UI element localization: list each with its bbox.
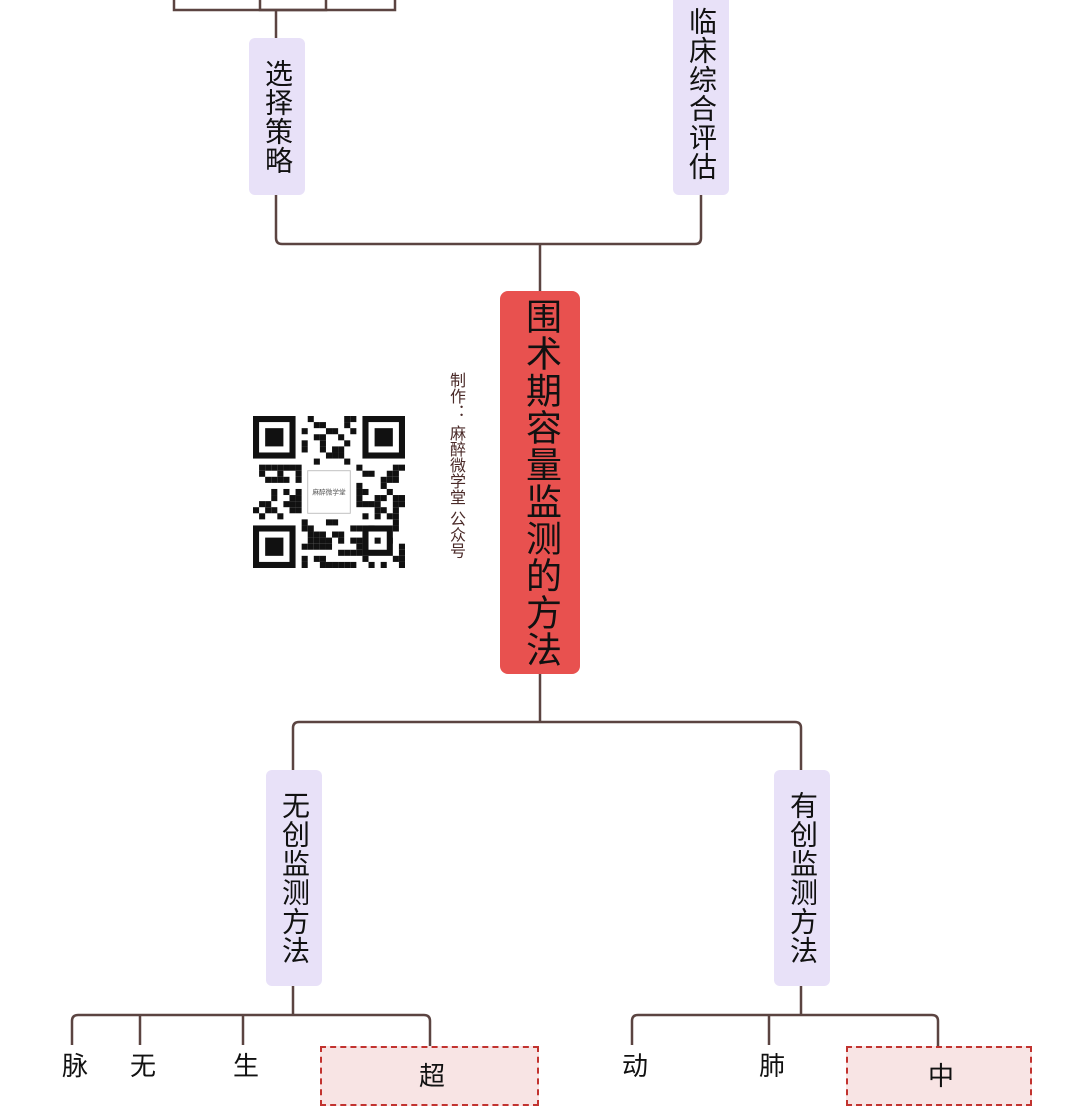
leaf-label: 生 bbox=[228, 1052, 259, 1078]
leaf-label: 动 bbox=[617, 1052, 648, 1078]
leaf-noninvasive-3[interactable]: 生 bbox=[228, 1052, 260, 1092]
branch-label: 无创监测方法 bbox=[278, 791, 311, 965]
leaf-label: 肺 bbox=[754, 1052, 785, 1078]
root-node[interactable]: 围术期容量监测的方法 bbox=[500, 291, 580, 674]
leaf-label: 中 bbox=[923, 1062, 954, 1088]
connector-lines bbox=[70, 0, 940, 1082]
credit-text: 制作： 麻醉微学堂 公众号 bbox=[447, 372, 466, 559]
branch-label: 临床综合评估 bbox=[685, 6, 718, 181]
qr-code[interactable]: 麻醉微学堂 bbox=[253, 416, 405, 568]
branch-noninvasive[interactable]: 无创监测方法 bbox=[266, 770, 322, 986]
leaf-invasive-2[interactable]: 肺 bbox=[754, 1052, 786, 1092]
branch-selection-strategy[interactable]: 选择策略 bbox=[249, 38, 305, 195]
leaf-noninvasive-1[interactable]: 脉 bbox=[57, 1052, 89, 1092]
leaf-noninvasive-2[interactable]: 无 bbox=[125, 1052, 157, 1092]
leaf-label: 脉 bbox=[57, 1052, 88, 1078]
leaf-invasive-3[interactable]: 中 bbox=[923, 1062, 955, 1102]
leaf-invasive-1[interactable]: 动 bbox=[617, 1052, 649, 1092]
root-label: 围术期容量监测的方法 bbox=[520, 297, 561, 668]
leaf-label: 超 bbox=[414, 1062, 445, 1088]
branch-label: 选择策略 bbox=[261, 58, 294, 175]
leaf-label: 无 bbox=[125, 1052, 156, 1078]
qr-center-logo: 麻醉微学堂 bbox=[312, 487, 346, 496]
branch-invasive[interactable]: 有创监测方法 bbox=[774, 770, 830, 986]
leaf-noninvasive-4[interactable]: 超 bbox=[414, 1062, 446, 1102]
branch-clinical-assessment[interactable]: 临床综合评估 bbox=[673, 0, 729, 195]
branch-label: 有创监测方法 bbox=[786, 791, 819, 965]
